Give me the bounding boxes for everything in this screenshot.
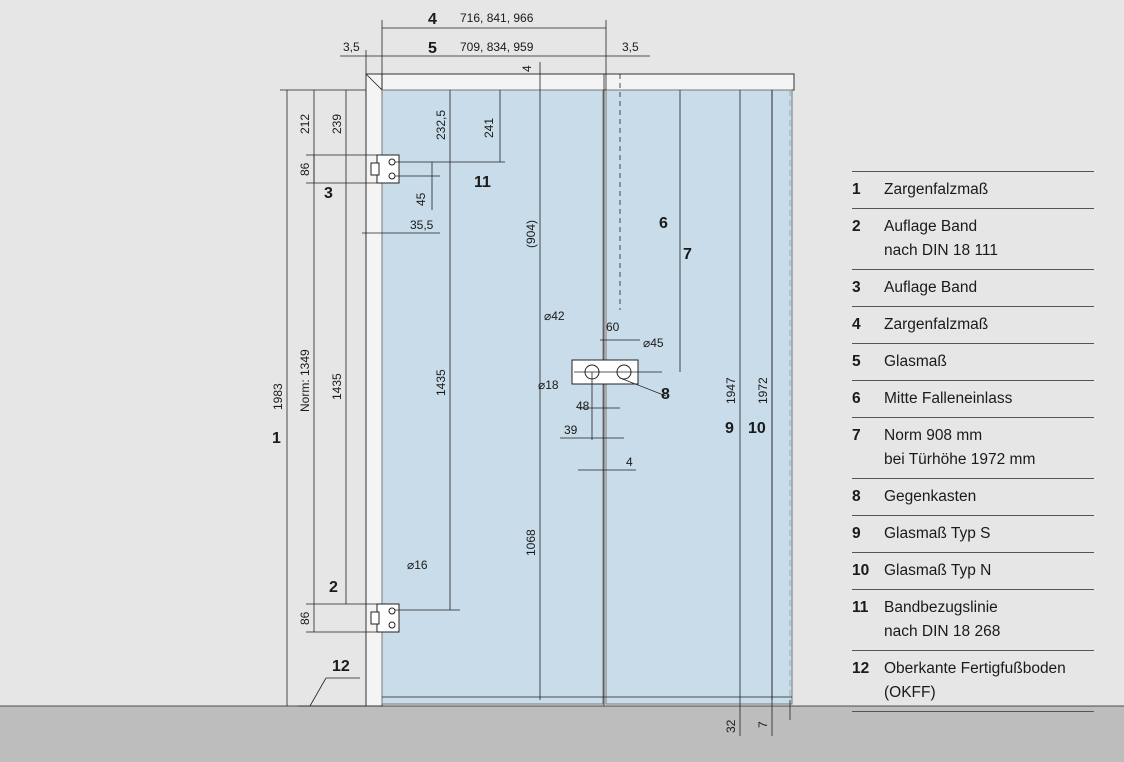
dim-7: 7: [756, 721, 770, 728]
dim-1947: 1947: [724, 377, 738, 404]
legend-row: 1 Zargenfalzmaß: [852, 171, 1094, 208]
legend-text: Gegenkasten: [884, 488, 977, 505]
dim-diameter-45: ⌀45: [643, 336, 664, 350]
legend-text: Zargenfalzmaß: [884, 181, 989, 198]
legend-number: 7: [852, 427, 861, 444]
dim-241: 241: [482, 118, 496, 138]
dim-86-top: 86: [298, 162, 312, 176]
legend-row: 11 Bandbezugslinie nach DIN 18 268: [852, 589, 1094, 650]
dim-232-5: 232,5: [434, 110, 448, 140]
legend-number: 11: [852, 599, 869, 616]
dim-3-5-left: 3,5: [343, 40, 360, 54]
hinge-top: [370, 154, 400, 184]
marker-10: 10: [748, 420, 766, 437]
dimension-lines: [280, 20, 791, 736]
legend-row: 10 Glasmaß Typ N: [852, 552, 1094, 589]
legend-row: 12 Oberkante Fertigfußboden (OKFF): [852, 650, 1094, 712]
legend-text: Bandbezugslinie nach DIN 18 268: [884, 599, 1001, 640]
legend-text: Auflage Band nach DIN 18 111: [884, 218, 999, 259]
dim-4-mid: 4: [626, 455, 633, 469]
dim-904: (904): [524, 220, 538, 248]
legend-row: 9 Glasmaß Typ S: [852, 515, 1094, 552]
dim-1435-mid: 1435: [434, 369, 448, 396]
dim-239: 239: [330, 114, 344, 134]
dim-212: 212: [298, 114, 312, 134]
legend-row: 5 Glasmaß: [852, 343, 1094, 380]
dim-3-5-right: 3,5: [622, 40, 639, 54]
legend-row: 4 Zargenfalzmaß: [852, 306, 1094, 343]
legend-text: Oberkante Fertigfußboden (OKFF): [884, 660, 1066, 701]
legend-row: 2 Auflage Band nach DIN 18 111: [852, 208, 1094, 269]
dim-1972: 1972: [756, 377, 770, 404]
legend-number: 6: [852, 390, 861, 407]
legend-row: 8 Gegenkasten: [852, 478, 1094, 515]
dim-4-values: 716, 841, 966: [460, 11, 534, 25]
legend-number: 9: [852, 525, 861, 542]
floor: [0, 706, 1124, 762]
dim-48: 48: [576, 399, 590, 413]
legend-text: Glasmaß Typ N: [884, 562, 992, 579]
dim-norm-1349: Norm: 1349: [298, 349, 312, 412]
legend-number: 12: [852, 660, 870, 677]
dim-diameter-42: ⌀42: [544, 309, 565, 323]
legend-number: 5: [852, 353, 861, 370]
marker-6: 6: [659, 215, 668, 232]
legend-number: 8: [852, 488, 861, 505]
dim-4-top: 4: [520, 65, 534, 72]
legend-text: Mitte Falleneinlass: [884, 390, 1013, 407]
legend-number: 3: [852, 279, 861, 296]
marker-2: 2: [329, 579, 338, 596]
hinge-bottom: [370, 603, 400, 633]
dim-86-bottom: 86: [298, 611, 312, 625]
dim-60: 60: [606, 320, 620, 334]
strike-box: [571, 359, 662, 385]
door-frame: [365, 73, 795, 707]
dim-1435-left: 1435: [330, 373, 344, 400]
legend-row: 7 Norm 908 mm bei Türhöhe 1972 mm: [852, 417, 1094, 478]
dim-1983: 1983: [271, 383, 285, 410]
marker-12: 12: [332, 658, 350, 675]
marker-11: 11: [474, 174, 491, 191]
dim-1068: 1068: [524, 529, 538, 556]
legend-number: 10: [852, 562, 870, 579]
legend-text: Glasmaß Typ S: [884, 525, 991, 542]
dim-diameter-16: ⌀16: [407, 558, 428, 572]
dim-45: 45: [414, 192, 428, 206]
legend-row: 6 Mitte Falleneinlass: [852, 380, 1094, 417]
marker-8: 8: [661, 386, 670, 403]
legend-number: 1: [852, 181, 861, 198]
dim-39: 39: [564, 423, 578, 437]
marker-3: 3: [324, 185, 333, 202]
marker-9: 9: [725, 420, 734, 437]
marker-5: 5: [428, 40, 437, 57]
legend-number: 2: [852, 218, 861, 235]
marker-1: 1: [272, 430, 281, 447]
legend-text: Auflage Band: [884, 279, 978, 296]
legend-text: Glasmaß: [884, 353, 947, 370]
legend-text: Norm 908 mm bei Türhöhe 1972 mm: [884, 427, 1036, 468]
dim-32: 32: [724, 719, 738, 733]
dim-diameter-18: ⌀18: [538, 378, 559, 392]
marker-4: 4: [428, 11, 437, 28]
legend-row: 3 Auflage Band: [852, 269, 1094, 306]
marker-7: 7: [683, 246, 692, 263]
dim-35-5: 35,5: [410, 218, 434, 232]
legend-text: Zargenfalzmaß: [884, 316, 989, 333]
legend-number: 4: [852, 316, 861, 333]
dim-5-values: 709, 834, 959: [460, 40, 534, 54]
